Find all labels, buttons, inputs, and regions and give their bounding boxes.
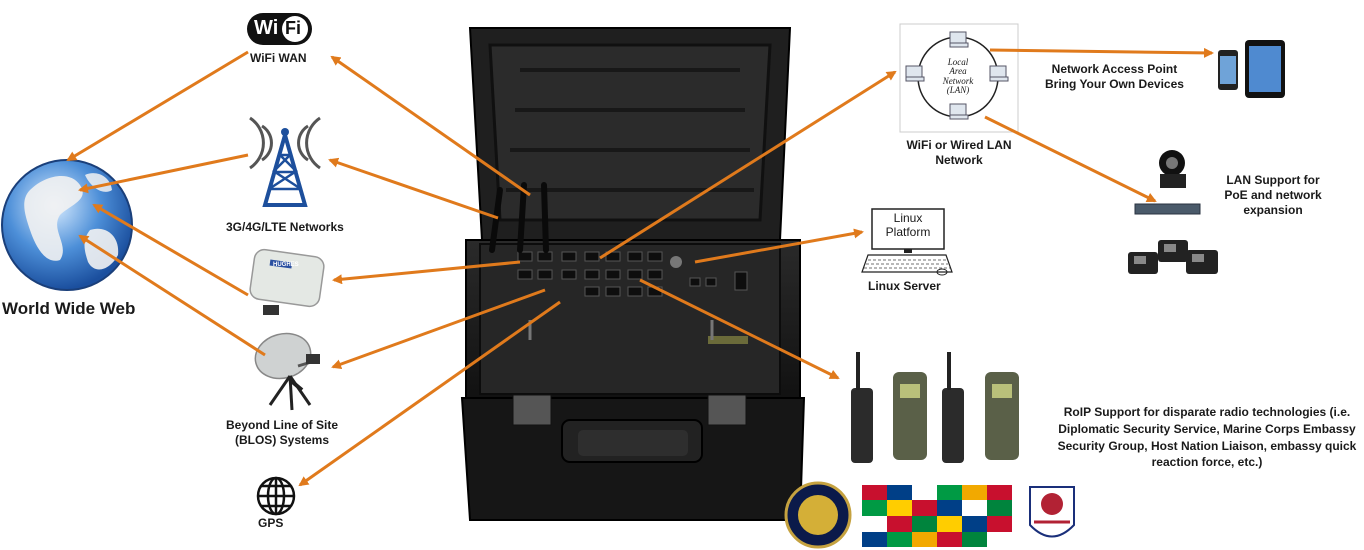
connection-arrows bbox=[66, 47, 1214, 487]
satellite-dish-icon bbox=[254, 332, 320, 411]
wifi-wan-label: WiFi WAN bbox=[250, 51, 307, 65]
wifi-logo-text-wi: Wi bbox=[254, 17, 279, 39]
lan-network-line1: WiFi or Wired LAN bbox=[906, 138, 1012, 152]
roip-line3: Security Group, Host Nation Liaison, emb… bbox=[1057, 438, 1357, 453]
radios-icon bbox=[851, 352, 1019, 463]
poe-label: LAN Support for PoE and network expansio… bbox=[1218, 173, 1328, 218]
arrow-case-to-wifi bbox=[330, 55, 531, 197]
roip-label: RoIP Support for disparate radio technol… bbox=[1056, 404, 1358, 471]
gps-label: GPS bbox=[258, 516, 284, 530]
blos-label: Beyond Line of Site (BLOS) Systems bbox=[226, 418, 338, 448]
lan-ring-diagram bbox=[899, 23, 1019, 133]
satellite-terminal-brand: HUGHES bbox=[273, 262, 299, 268]
blos-label-line2: (BLOS) Systems bbox=[234, 433, 330, 447]
arrow-case-to-linux bbox=[694, 228, 864, 264]
lan-center-line2: Area bbox=[949, 66, 967, 77]
access-point-line1: Network Access Point bbox=[1051, 62, 1178, 76]
world-wide-web-label: World Wide Web bbox=[2, 299, 136, 318]
gps-globe-icon bbox=[256, 476, 296, 516]
access-point-line2: Bring Your Own Devices bbox=[1045, 77, 1184, 91]
roip-line1: RoIP Support for disparate radio technol… bbox=[1063, 405, 1351, 419]
globe-icon bbox=[1, 159, 133, 291]
arrow-dish-to-web bbox=[78, 234, 266, 357]
marine-emblem-icon bbox=[1029, 486, 1075, 538]
linux-server-icon bbox=[861, 208, 953, 276]
arrow-case-to-lan bbox=[599, 70, 897, 260]
lan-network-label: WiFi or Wired LAN Network bbox=[900, 138, 1018, 168]
wifi-logo-text-fi: Fi bbox=[285, 18, 301, 38]
linux-screen-line1: Linux bbox=[893, 211, 923, 225]
lan-center-line4: (LAN) bbox=[946, 85, 970, 96]
arrow-case-to-gps bbox=[298, 300, 561, 487]
mobile-devices-icon bbox=[1218, 40, 1285, 98]
lan-devices-icon bbox=[1128, 150, 1218, 274]
linux-server-label: Linux Server bbox=[868, 279, 941, 293]
arrow-case-to-radios bbox=[639, 278, 840, 380]
lan-center-line1: Local bbox=[947, 57, 969, 67]
lan-center-line3: Network bbox=[942, 75, 974, 86]
satellite-terminal-icon bbox=[249, 248, 325, 315]
linux-screen-line2: Platform bbox=[885, 225, 931, 240]
dss-seal-icon bbox=[784, 481, 852, 549]
arrow-wifi-to-web bbox=[66, 50, 249, 162]
wifi-icon bbox=[247, 13, 312, 45]
cell-tower-icon bbox=[249, 116, 321, 207]
lan-center-text: Local Area Network (LAN) bbox=[935, 57, 981, 96]
flags-collage-icon bbox=[862, 485, 1012, 547]
arrow-lan-to-devices bbox=[989, 47, 1214, 58]
poe-line2: PoE and network bbox=[1224, 188, 1322, 202]
arrow-case-to-terminal bbox=[332, 260, 521, 285]
rugged-case bbox=[460, 27, 806, 521]
arrow-terminal-to-web bbox=[92, 203, 249, 297]
poe-line1: LAN Support for bbox=[1226, 173, 1320, 187]
arrow-case-to-cell bbox=[328, 157, 499, 220]
roip-line2: Diplomatic Security Service, Marine Corp… bbox=[1058, 421, 1356, 436]
linux-screen-text: Linux Platform bbox=[872, 211, 944, 240]
poe-line3: expansion bbox=[1243, 203, 1303, 217]
arrow-case-to-dish bbox=[331, 288, 546, 369]
roip-line4: reaction force, etc.) bbox=[1151, 455, 1263, 470]
arrow-lan-to-switch bbox=[984, 115, 1157, 203]
arrow-cell-to-web bbox=[78, 153, 249, 194]
blos-label-line1: Beyond Line of Site bbox=[226, 418, 339, 432]
lan-network-line2: Network bbox=[935, 153, 983, 167]
cellular-label: 3G/4G/LTE Networks bbox=[226, 220, 344, 234]
access-point-label: Network Access Point Bring Your Own Devi… bbox=[1045, 62, 1184, 92]
